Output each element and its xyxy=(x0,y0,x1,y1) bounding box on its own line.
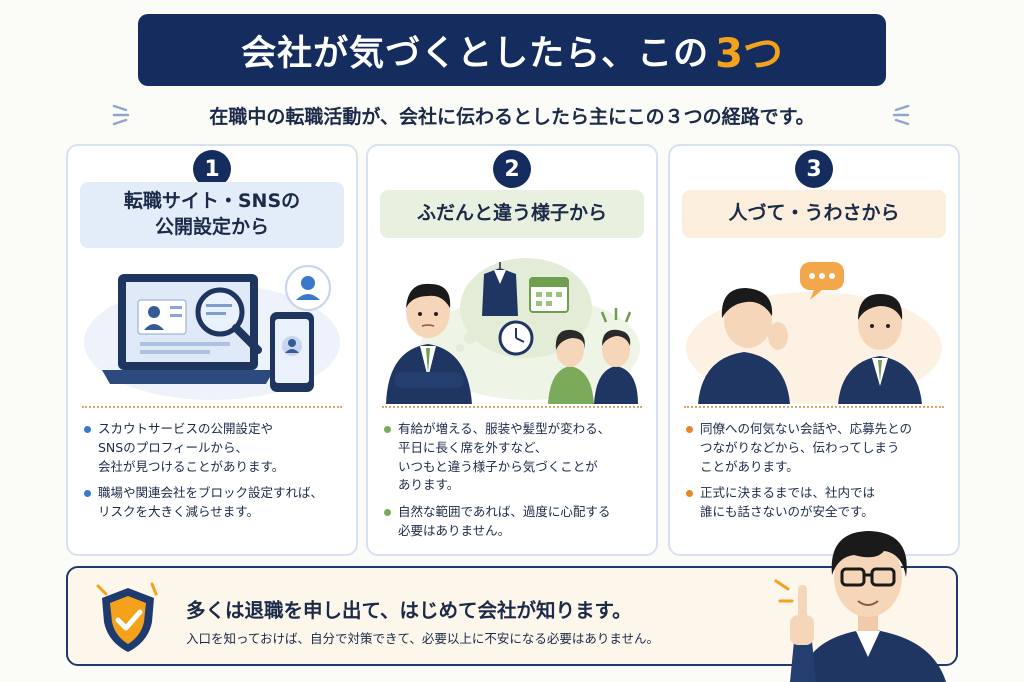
pointing-man-illustration xyxy=(774,531,946,682)
whispering-coworkers xyxy=(548,308,638,404)
card-separator xyxy=(382,406,642,408)
subtitle: 在職中の転職活動が、会社に伝わるとしたら主にこの３つの経路です。 xyxy=(209,105,815,128)
bullet-item: 自然な範囲であれば、過度に心配する 必要はありません。 xyxy=(382,503,648,541)
card-number: 1 xyxy=(193,150,231,188)
route-card-1: 1 転職サイト・SNSの 公開設定から xyxy=(66,144,358,556)
speech-bubble-icon xyxy=(800,262,844,300)
card-heading: 転職サイト・SNSの 公開設定から xyxy=(80,182,344,248)
card-separator xyxy=(684,406,944,408)
suit-icon xyxy=(482,262,518,316)
card-heading: 人づて・うわさから xyxy=(682,190,946,238)
smartphone-icon xyxy=(270,312,314,392)
page-title-accent: 3つ xyxy=(715,31,783,77)
subtitle-row: 在職中の転職活動が、会社に伝わるとしたら主にこの３つの経路です。 xyxy=(110,98,914,132)
page-title: 会社が気づくとしたら、この xyxy=(241,33,710,74)
card-2-illustration xyxy=(386,258,640,404)
card-bullets: 有給が増える、服装や髪型が変わる、 平日に長く席を外すなど、 いつもと違う様子か… xyxy=(382,420,648,549)
card-3-illustration xyxy=(686,262,942,404)
clock-icon xyxy=(498,320,534,356)
sparkle-dashes-icon xyxy=(112,104,130,126)
summary-sub-text: 入口を知っておけば、自分で対策できて、必要以上に不安になる必要はありません。 xyxy=(186,631,660,646)
listening-man xyxy=(838,294,922,404)
whispering-man xyxy=(698,288,790,404)
bullet-item: スカウトサービスの公開設定や SNSのプロフィールから、 会社が見つけることがあ… xyxy=(82,420,348,476)
card-number: 2 xyxy=(493,150,531,188)
title-bar: 会社が気づくとしたら、この 3つ xyxy=(138,14,886,86)
shield-check-icon xyxy=(96,582,158,652)
card-heading: ふだんと違う様子から xyxy=(380,190,644,238)
magnifier-icon xyxy=(195,287,262,354)
bullet-item: 同僚への何気ない会話や、応募先との つながりなどから、伝わってしまう ことがあり… xyxy=(684,420,950,476)
bullet-item: 職場や関連会社をブロック設定すれば、 リスクを大きく減らせます。 xyxy=(82,484,348,522)
bullet-item: 正式に決まるまでは、社内では 誰にも話さないのが安全です。 xyxy=(684,484,950,522)
summary-main-text: 多くは退職を申し出て、はじめて会社が知ります。 xyxy=(186,599,632,622)
sparkle-dashes-icon xyxy=(892,104,910,126)
card-1-illustration xyxy=(84,265,340,400)
user-icon xyxy=(285,265,331,311)
card-separator xyxy=(82,406,342,408)
route-card-2: 2 ふだんと違う様子から xyxy=(366,144,658,556)
calendar-icon xyxy=(529,277,569,313)
route-card-3: 3 人づて・うわさから 同僚への何気ない会話や、応募先との つながりな xyxy=(668,144,960,556)
man-with-arms-crossed xyxy=(386,283,472,404)
card-bullets: 同僚への何気ない会話や、応募先との つながりなどから、伝わってしまう ことがあり… xyxy=(684,420,950,530)
laptop-icon xyxy=(102,274,274,384)
bullet-item: 有給が増える、服装や髪型が変わる、 平日に長く席を外すなど、 いつもと違う様子か… xyxy=(382,420,648,495)
card-bullets: スカウトサービスの公開設定や SNSのプロフィールから、 会社が見つけることがあ… xyxy=(82,420,348,530)
card-number: 3 xyxy=(795,150,833,188)
